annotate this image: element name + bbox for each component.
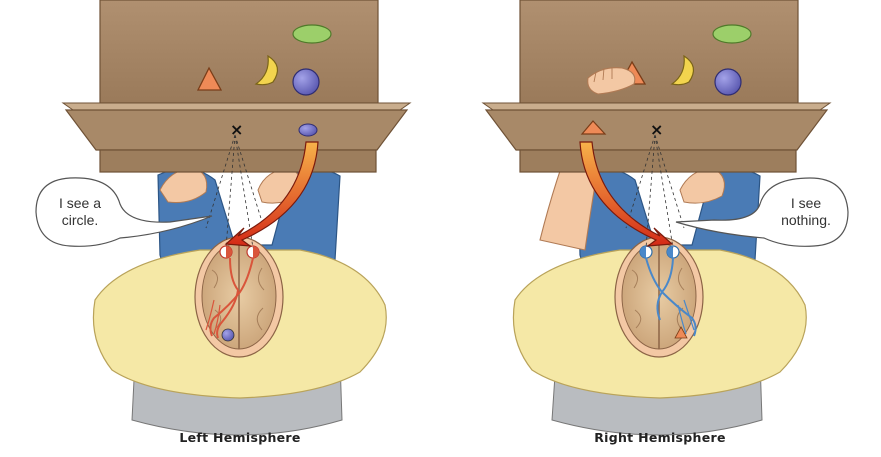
cross-mark: × [230, 120, 243, 139]
speech-line-2: nothing. [766, 212, 846, 229]
speech-text-right: I see nothing. [766, 195, 846, 229]
speech-line-2: circle. [40, 212, 120, 229]
board-back [100, 0, 378, 103]
right-hand [680, 168, 724, 203]
speech-text-left: I see a circle. [40, 195, 120, 229]
speech-line-1: I see [766, 195, 846, 212]
circle-shape [715, 69, 741, 95]
board-back [520, 0, 798, 103]
cross-mark: × [650, 120, 663, 139]
caption-right-hemisphere: Right Hemisphere [560, 430, 760, 445]
circle-on-shelf [299, 124, 317, 136]
caption-left-hemisphere: Left Hemisphere [140, 430, 340, 445]
shelf-top [63, 103, 410, 110]
shelf-top [483, 103, 830, 110]
circle-shape [293, 69, 319, 95]
speech-line-1: I see a [40, 195, 120, 212]
ellipse-shape [293, 25, 331, 43]
circle-in-brain [222, 329, 234, 341]
ellipse-shape [713, 25, 751, 43]
